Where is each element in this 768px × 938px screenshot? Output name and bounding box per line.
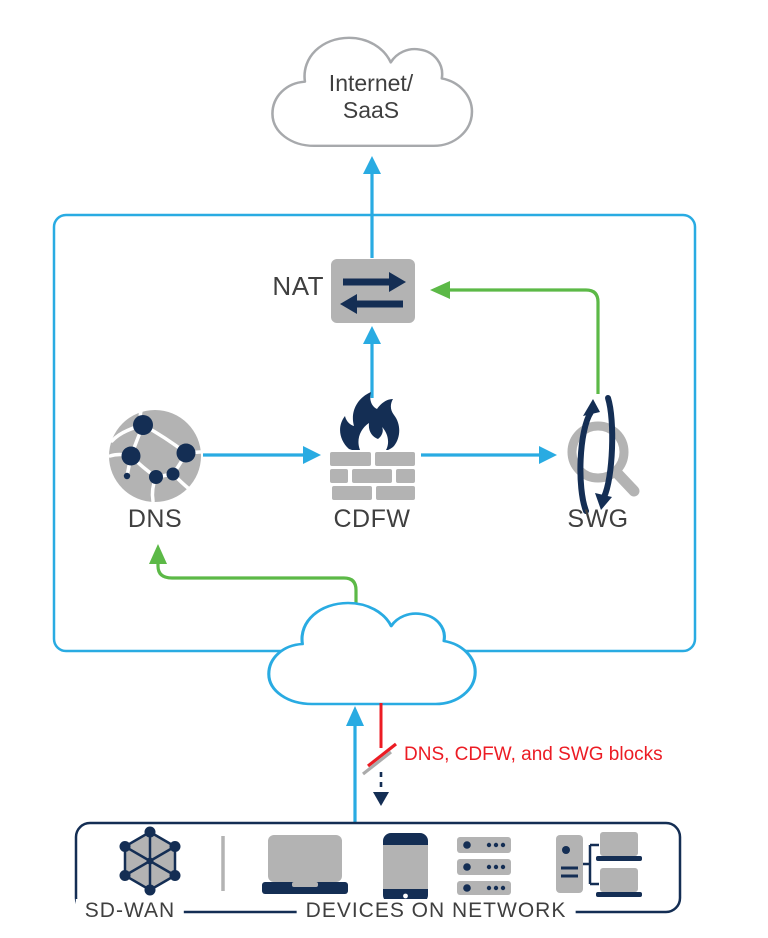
dns-globe-icon — [108, 409, 202, 503]
arrow-cdfw-to-nat — [363, 326, 381, 398]
arrow-cloud-to-dns — [149, 544, 358, 612]
phone-icon — [383, 833, 428, 903]
block-slash-gray — [362, 750, 392, 776]
nat-translation-arrows-icon — [331, 259, 415, 323]
block-slash-red — [367, 742, 397, 768]
internet-cloud-label-line1: Internet/ — [328, 70, 414, 96]
server-stack-icon — [457, 837, 511, 895]
arrow-swg-to-nat — [430, 281, 600, 394]
network-cloud-icon — [267, 601, 477, 706]
blocked-path — [362, 703, 397, 806]
arrow-nat-to-internet — [363, 156, 381, 258]
cdfw-label: CDFW — [333, 505, 411, 533]
nat-label: NAT — [272, 271, 324, 301]
dns-label: DNS — [127, 505, 183, 533]
web-gateway-magnifier-icon — [567, 395, 640, 514]
laptop-icon — [262, 835, 348, 894]
block-annotation: DNS, CDFW, and SWG blocks — [404, 744, 663, 765]
arrow-cdfw-to-swg — [421, 446, 557, 464]
swg-label: SWG — [567, 505, 629, 533]
arrow-dns-to-cdfw — [203, 446, 321, 464]
arrow-devices-to-cloud — [346, 706, 364, 822]
internet-cloud-label: Internet/ SaaS — [329, 70, 413, 124]
sdwan-label: SD-WAN — [75, 899, 185, 923]
internet-cloud-icon — [271, 36, 474, 148]
sdwan-mesh-icon — [119, 826, 181, 896]
firewall-flame-icon — [330, 392, 415, 500]
workstation-network-icon — [556, 832, 642, 897]
internet-cloud-label-line2: SaaS — [342, 97, 400, 123]
devices-on-network-label: DEVICES ON NETWORK — [296, 899, 576, 923]
